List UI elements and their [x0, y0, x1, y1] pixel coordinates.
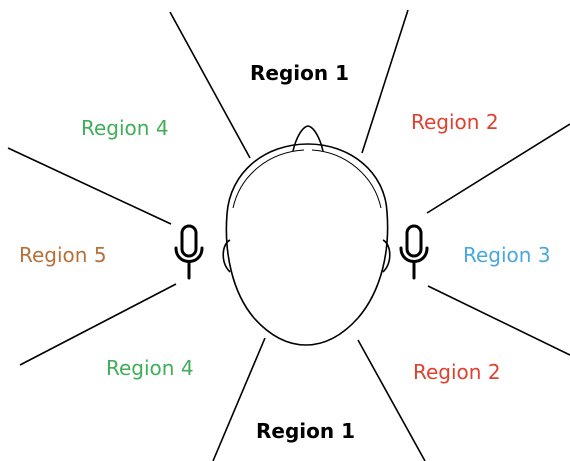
region-3-label: Region 3	[463, 243, 551, 267]
boundary-line-left-lower	[19, 283, 177, 366]
hair-line-left	[232, 149, 305, 209]
region-4-top-label: Region 4	[81, 116, 169, 140]
region-5-label: Region 5	[19, 243, 107, 267]
head-outline	[225, 143, 389, 346]
boundary-line-left-upper	[7, 147, 172, 225]
left-ear-icon	[222, 239, 231, 273]
boundary-line-right-lower	[427, 285, 570, 356]
boundary-line-bottom-left	[212, 337, 266, 461]
region-2-bottom-label: Region 2	[413, 360, 501, 384]
hair-line-right	[311, 149, 382, 209]
region-2-top-label: Region 2	[411, 110, 499, 134]
region-4-bottom-label: Region 4	[106, 356, 194, 380]
nose-icon	[292, 125, 324, 152]
region-1-top-label: Region 1	[250, 61, 349, 85]
right-microphone-icon	[399, 224, 429, 280]
right-ear-icon	[382, 239, 391, 273]
head-icon	[222, 125, 391, 346]
region-1-bottom-label: Region 1	[256, 419, 355, 443]
boundary-line-top-left	[169, 11, 251, 159]
boundary-line-right-upper	[426, 123, 570, 214]
boundary-line-top-right	[361, 9, 409, 154]
boundary-line-bottom-right	[357, 339, 426, 461]
left-microphone-icon	[174, 224, 204, 280]
